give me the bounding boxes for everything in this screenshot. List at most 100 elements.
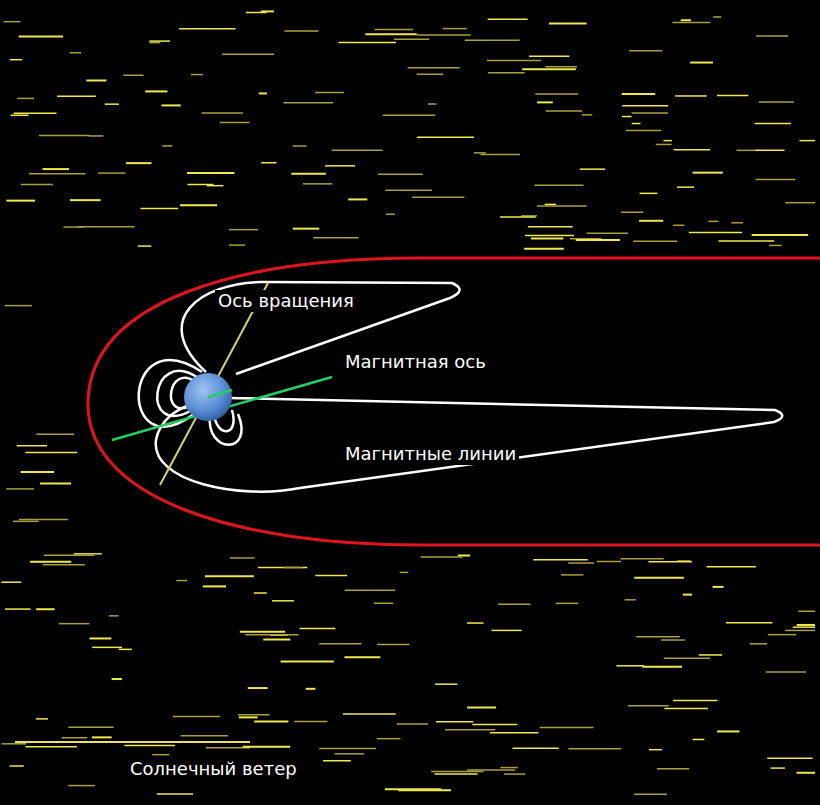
solar-wind-streak [785,630,815,632]
solar-wind-streak [205,575,254,577]
solar-wind-streak [490,732,538,734]
solar-wind-streak [769,245,782,247]
solar-wind-streak [203,585,226,587]
solar-wind-streak [524,248,564,250]
solar-wind-streak [759,101,794,103]
solar-wind-streak [487,60,541,62]
solar-wind-streak [417,34,471,36]
solar-wind-streak [634,794,667,796]
solar-wind-streak [568,748,621,750]
solar-wind-streak [344,656,380,658]
axis-label: Ось вращения [215,290,357,312]
solar-wind-streak [626,130,661,132]
solar-wind-streak [293,228,319,230]
solar-wind-streak [98,172,125,174]
solar-wind-streak [699,654,722,656]
solar-wind-streak [681,19,691,21]
solar-wind-streak [397,723,428,725]
solar-wind-streak [582,114,592,116]
solar-wind-streak [68,785,95,787]
solar-wind-streak [176,580,187,582]
solar-wind-streak [394,39,429,41]
solar-wind-streak [348,198,367,200]
solar-wind-streak [713,16,721,18]
axis-label: Магнитная ось [342,351,489,373]
solar-wind-streak [283,567,302,569]
solar-wind-streak [649,749,662,751]
solar-wind-streak [149,40,170,42]
solar-wind-streak [377,738,401,740]
solar-wind-streak [180,204,217,206]
solar-wind-streak [756,149,785,151]
solar-wind-streak [632,112,668,114]
solar-wind-streak [39,135,90,137]
solar-wind-streak [149,42,160,44]
solar-wind-streak [545,204,556,206]
solar-wind-streak [89,135,104,137]
solar-wind-streak [522,68,576,70]
solar-wind-streak [17,445,47,447]
magnetic-field-lines [139,282,783,492]
solar-wind-streak [74,553,102,555]
solar-wind-streak [162,145,172,147]
solar-wind-streak [315,575,347,577]
solar-wind-streak [245,634,299,636]
solar-wind-streak [15,741,250,743]
solar-wind-streak [315,92,344,94]
solar-wind-streak [17,98,34,100]
solar-wind-streak [677,186,694,188]
solar-wind-streak [92,647,122,649]
solar-wind-streak [90,637,112,639]
solar-wind-streak [633,240,677,242]
solar-wind-streak [546,110,582,112]
solar-wind-streak [70,52,81,54]
solar-wind-streak [561,574,583,576]
solar-wind-streak [291,173,326,175]
solar-wind-streak [11,115,29,117]
solar-wind-streak [707,566,756,568]
solar-wind-streak [157,793,193,795]
solar-wind-streak [374,603,393,605]
solar-wind-streak [556,603,578,605]
solar-wind-streak [385,788,441,790]
solar-wind-streak [21,471,54,473]
solar-wind-streak [6,200,35,202]
solar-wind-streak [632,123,641,125]
solar-wind-streak [248,687,268,689]
solar-wind-streak [400,572,408,574]
solar-wind-streak [674,149,710,151]
solar-wind-streak [59,623,89,625]
solar-wind-streak [19,519,68,521]
solar-wind-streak [30,561,71,563]
solar-wind-streak [261,162,276,164]
solar-wind-streak [43,564,85,566]
solar-wind-streak [36,718,48,720]
solar-wind-streak [92,736,112,738]
solar-wind-streak [717,730,739,732]
solar-wind-streak [621,211,643,213]
solar-wind-streak [181,735,228,737]
magnetopause [88,258,820,545]
solar-wind-streak [648,561,692,563]
solar-wind-streak [672,22,710,24]
solar-wind-streak [731,222,743,224]
solar-wind-streak [683,594,692,596]
solar-wind-streak [319,748,376,750]
solar-wind-streak [435,773,478,775]
solar-wind-streaks [1,11,815,794]
solar-wind-streak [531,238,563,240]
solar-wind-streak [528,226,573,228]
solar-wind-streak [126,162,151,164]
solar-wind-streak [500,216,536,218]
solar-wind-streak [736,150,757,152]
solar-wind-streak [673,225,684,227]
solar-wind-streak [335,753,365,755]
solar-wind-streak [785,202,815,204]
solar-wind-streak [620,558,663,560]
solar-wind-streak [799,140,815,142]
solar-wind-streak [229,244,245,246]
solar-wind-streak [726,622,772,624]
solar-wind-streak [138,245,152,247]
solar-wind-streak [597,561,621,563]
solar-wind-streak [263,639,290,641]
